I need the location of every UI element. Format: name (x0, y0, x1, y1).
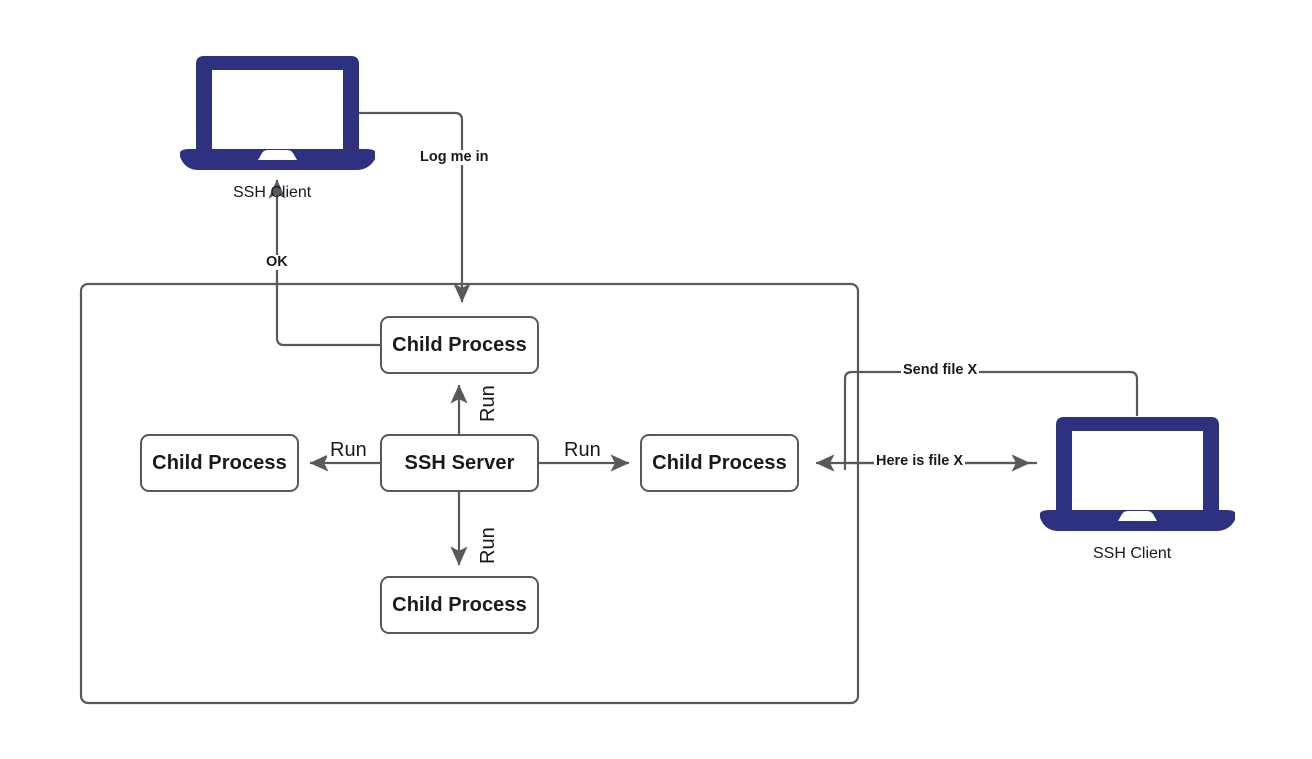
edge-label-run-right: Run (561, 440, 604, 461)
edge-label-run-left: Run (327, 440, 370, 461)
node-label: Child Process (652, 451, 787, 474)
edge-label-ok: OK (264, 254, 290, 271)
node-label: Child Process (152, 451, 287, 474)
connector-log-me-in (358, 111, 471, 303)
node-label: Child Process (392, 333, 527, 356)
laptop-screen-frame-left (1056, 425, 1072, 511)
edge-label-here-is-file-x: Here is file X (874, 453, 966, 470)
laptop-screen-frame-left (196, 64, 212, 150)
laptop-trackpad-notch (258, 150, 297, 160)
connector-ok (268, 179, 380, 347)
node-child-process-left[interactable]: Child Process (140, 434, 299, 492)
ssh-client-right-laptop-icon (1039, 413, 1237, 533)
edge-label-send-file-x: Send file X (901, 362, 980, 379)
node-child-process-right[interactable]: Child Process (640, 434, 799, 492)
node-label: SSH Server (404, 451, 515, 474)
node-child-process-bottom[interactable]: Child Process (380, 576, 539, 634)
laptop-trackpad-notch (1118, 511, 1157, 521)
laptop-screen-frame-right (343, 64, 359, 150)
ssh-client-top-laptop-icon (179, 52, 377, 172)
ssh-client-top-label: SSH Client (233, 184, 312, 201)
edge-label-log-me-in: Log me in (418, 149, 491, 166)
laptop-screen-frame-right (1203, 425, 1219, 511)
ssh-client-right-label: SSH Client (1093, 545, 1172, 562)
laptop-screen-shape (196, 56, 359, 148)
laptop-screen-shape (1056, 417, 1219, 509)
edge-label-run-up: Run (477, 382, 499, 425)
node-ssh-server[interactable]: SSH Server (380, 434, 539, 492)
connector-send-file-x (843, 370, 1139, 470)
edge-label-run-down: Run (477, 524, 499, 567)
node-label: Child Process (392, 593, 527, 616)
node-child-process-top[interactable]: Child Process (380, 316, 539, 374)
